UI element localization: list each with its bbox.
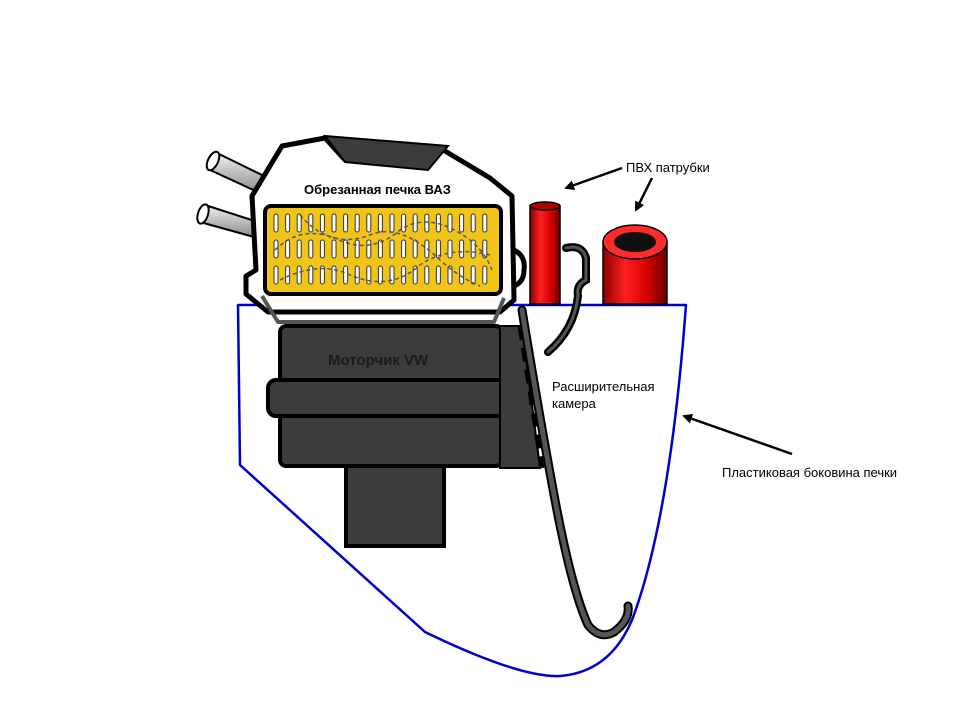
arrow-pvc-to-round: [634, 177, 654, 212]
core-fin-slot: [343, 213, 349, 233]
core-fin-slot: [389, 265, 395, 285]
arrow-side-panel: [682, 413, 793, 456]
core-fin-slot: [470, 265, 476, 285]
core-fin-slot: [308, 239, 314, 259]
label-pvc-pipes: ПВХ патрубки: [626, 160, 710, 175]
core-fin-slot: [459, 265, 465, 285]
core-fin-slot: [331, 213, 337, 233]
core-fin-slot: [366, 213, 372, 233]
core-fin-slot: [366, 239, 372, 259]
inlet-pipe-lower: [196, 203, 260, 239]
core-fin-slot: [319, 265, 325, 285]
core-fin-slot: [435, 265, 441, 285]
label-expansion-chamber-line1: Расширительная: [552, 379, 655, 394]
core-fin-slot: [343, 265, 349, 285]
core-fin-slot: [296, 213, 302, 233]
core-fin-slot: [331, 239, 337, 259]
core-fin-slot: [401, 239, 407, 259]
core-fin-slot: [389, 239, 395, 259]
heater-core-fins: [273, 213, 488, 285]
core-fin-slot: [296, 239, 302, 259]
core-fin-slot: [273, 213, 279, 233]
core-fin-slot: [308, 265, 314, 285]
core-fin-slot: [319, 213, 325, 233]
core-fin-slot: [447, 239, 453, 259]
core-fin-slot: [331, 265, 337, 285]
core-fin-slot: [447, 265, 453, 285]
annotation-arrows: [564, 166, 793, 456]
core-fin-slot: [482, 265, 488, 285]
core-fin-slot: [377, 265, 383, 285]
core-fin-slot: [343, 239, 349, 259]
core-fin-slot: [285, 265, 291, 285]
core-fin-slot: [424, 239, 430, 259]
core-fin-slot: [319, 239, 325, 259]
plastic-side-panel-outline: [236, 303, 688, 678]
drain-hose: [517, 305, 633, 640]
connector-clip: [544, 243, 590, 356]
core-fin-slot: [459, 213, 465, 233]
label-heater-core: Обрезанная печка ВАЗ: [304, 182, 451, 197]
core-fin-slot: [389, 213, 395, 233]
core-fin-slot: [285, 213, 291, 233]
arrow-pvc-to-vertical: [564, 166, 623, 191]
core-fin-slot: [401, 213, 407, 233]
core-fin-slot: [459, 239, 465, 259]
core-fin-slot: [354, 265, 360, 285]
pvc-pipe-round: [602, 224, 668, 305]
core-fin-slot: [285, 239, 291, 259]
core-fin-slot: [482, 213, 488, 233]
core-fin-slot: [354, 239, 360, 259]
core-fin-slot: [470, 213, 476, 233]
inlet-pipes: [196, 150, 270, 239]
core-fin-slot: [470, 239, 476, 259]
core-fin-slot: [273, 265, 279, 285]
motor-vw: [266, 324, 545, 548]
label-motor: Моторчик VW: [328, 352, 429, 369]
label-side-panel: Пластиковая боковина печки: [722, 465, 897, 480]
core-fin-slot: [377, 239, 383, 259]
core-fin-slot: [482, 239, 488, 259]
core-fin-slot: [377, 213, 383, 233]
label-expansion-chamber-line2: камера: [552, 396, 597, 411]
core-fin-slot: [412, 239, 418, 259]
core-fin-slot: [401, 265, 407, 285]
core-fin-slot: [366, 265, 372, 285]
heater-core: [263, 204, 503, 296]
core-fin-slot: [296, 265, 302, 285]
core-fin-slot: [354, 213, 360, 233]
core-fin-slot: [424, 213, 430, 233]
pvc-pipe-vertical: [529, 201, 561, 305]
core-fin-slot: [447, 213, 453, 233]
core-fin-slot: [424, 265, 430, 285]
core-fin-slot: [308, 213, 314, 233]
